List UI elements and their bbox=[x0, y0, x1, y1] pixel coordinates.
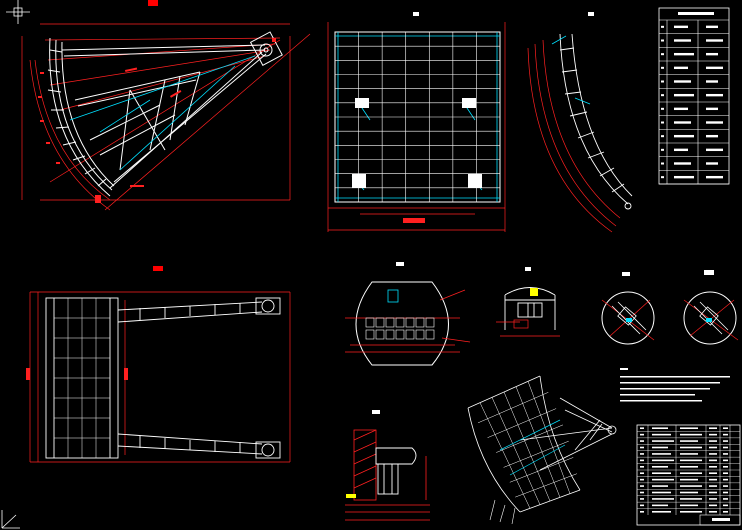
side-elevation-view bbox=[21, 23, 311, 211]
hinge-detail-view bbox=[345, 262, 471, 366]
ucs-axis-icon-bottom bbox=[1, 510, 20, 529]
general-notes bbox=[620, 368, 730, 402]
joint-detail-a-view bbox=[601, 272, 655, 345]
side-view-title-tag bbox=[148, 0, 158, 6]
panel-section-view bbox=[527, 12, 633, 233]
support-detail-view bbox=[496, 267, 560, 337]
ucs-axis-icon bbox=[6, 0, 30, 24]
plan-view bbox=[26, 291, 291, 463]
plan-view-title-tag bbox=[153, 266, 163, 271]
parts-list-table bbox=[636, 424, 741, 526]
material-schedule-table bbox=[658, 7, 730, 185]
isometric-view bbox=[467, 375, 617, 525]
front-elevation-view bbox=[327, 12, 506, 232]
seal-detail-view bbox=[345, 410, 430, 521]
joint-detail-b-view bbox=[683, 270, 739, 345]
